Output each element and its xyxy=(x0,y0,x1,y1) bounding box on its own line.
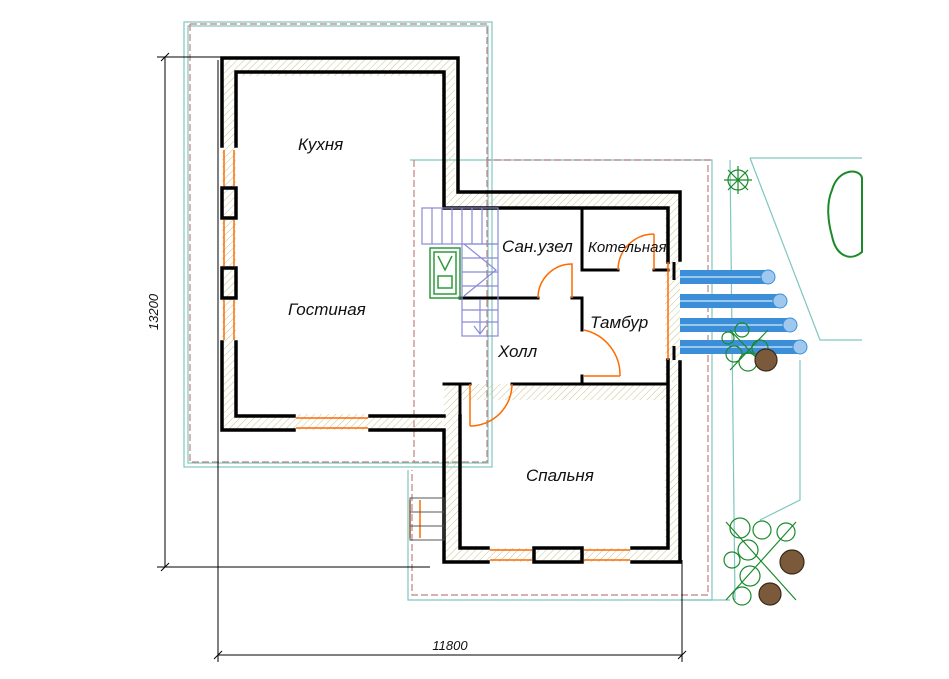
dimension-lines xyxy=(157,52,687,662)
windows xyxy=(223,150,630,561)
walls xyxy=(220,56,682,564)
garden-bed-outline xyxy=(827,170,863,258)
window-bedroom-2 xyxy=(584,549,630,561)
shrub-dark-2 xyxy=(779,549,805,575)
dimension-width-label: 11800 xyxy=(432,638,468,653)
doors xyxy=(469,233,669,427)
window-bedroom-1 xyxy=(490,549,532,561)
window-left-3 xyxy=(223,300,235,340)
room-label-hall: Холл xyxy=(497,342,538,361)
entrance-steps xyxy=(680,269,808,355)
shrub-dark-3 xyxy=(758,582,782,606)
wall-hatch xyxy=(222,58,680,562)
room-label-vestibule: Тамбур xyxy=(590,313,648,332)
dimension-height-label: 13200 xyxy=(146,293,161,330)
stove xyxy=(429,247,461,299)
site-outline xyxy=(183,21,862,601)
balcony-rail xyxy=(409,497,445,541)
room-label-boiler: Котельная xyxy=(588,239,666,256)
plants xyxy=(721,166,863,606)
door-boiler xyxy=(617,233,655,271)
door-vestibule xyxy=(583,329,621,377)
shrub-group-bottom xyxy=(723,517,797,606)
door-hall xyxy=(469,383,513,427)
window-left-2 xyxy=(223,220,235,266)
shrub-dark-1 xyxy=(754,348,778,372)
staircase xyxy=(421,207,499,337)
window-left-1 xyxy=(223,150,235,186)
window-living-bottom xyxy=(296,417,368,429)
door-bathroom xyxy=(537,263,573,299)
roof-outline xyxy=(189,23,712,596)
room-label-living: Гостиная xyxy=(288,300,366,319)
room-label-bedroom: Спальня xyxy=(526,466,594,485)
room-label-kitchen: Кухня xyxy=(298,135,343,154)
plant-top xyxy=(724,166,752,194)
room-label-bathroom: Сан.узел xyxy=(502,237,573,256)
